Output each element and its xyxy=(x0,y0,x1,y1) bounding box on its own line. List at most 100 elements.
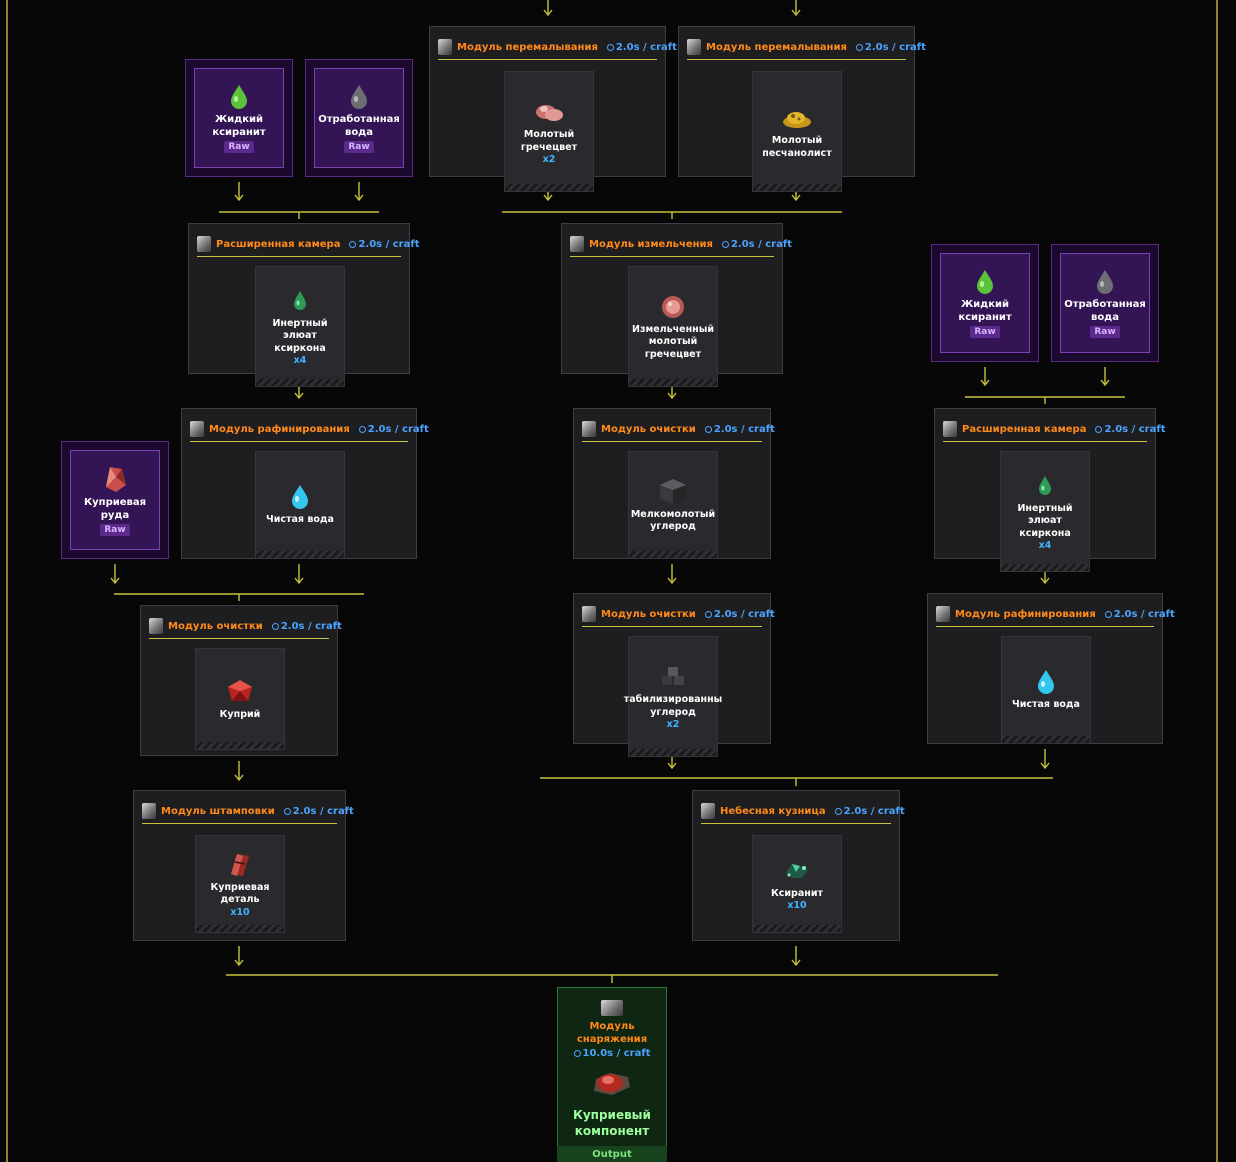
forge-icon xyxy=(701,803,715,819)
craft-time-text: 2.0s / craft xyxy=(1104,423,1166,435)
refiner-icon xyxy=(190,421,204,437)
clock-icon xyxy=(283,807,291,815)
grey-drop-icon xyxy=(351,84,367,109)
red-gem-icon xyxy=(228,679,252,701)
process-node-clean-2[interactable]: Модуль очистки 2.0s / craft табилизирован… xyxy=(573,593,775,757)
edge-arrowhead xyxy=(294,392,304,400)
hatch-strip xyxy=(196,742,284,749)
hatch-strip xyxy=(753,184,841,191)
hatch-strip xyxy=(505,184,593,191)
product-name: Чистая вода xyxy=(266,513,334,525)
machine-name: Небесная кузница xyxy=(720,805,826,817)
product-slot[interactable]: Ксиранит x10 xyxy=(752,835,842,933)
product-slot[interactable]: Мелкомолотый углерод xyxy=(628,451,718,559)
green-drop-icon xyxy=(231,84,247,109)
clock-icon xyxy=(855,43,863,51)
crushed-buckwheat-icon xyxy=(662,295,684,318)
raw-node-liquid-xsiranit-2[interactable]: Жидкий ксиранит Raw xyxy=(931,244,1039,362)
craft-time: 2.0s / craft xyxy=(704,609,775,620)
craft-time-text: 2.0s / craft xyxy=(1113,608,1175,620)
sand-leaf-icon xyxy=(783,112,811,128)
product-name: Ксиранит xyxy=(771,887,823,899)
clock-icon xyxy=(704,425,712,433)
product-slot[interactable]: Молотый гречецвет x2 xyxy=(504,71,594,192)
machine-name: Модуль рафинирования xyxy=(209,423,350,435)
cleaner-icon xyxy=(149,618,163,634)
craft-time: 2.0s / craft xyxy=(271,621,342,632)
product-name: Молотый песчанолист xyxy=(762,135,832,159)
output-product-name: Куприевый компонент xyxy=(573,1108,651,1138)
hatch-strip xyxy=(1001,564,1089,571)
product-quantity: x10 xyxy=(787,900,807,912)
product-slot[interactable]: Измельченный молотый гречецвет xyxy=(628,266,718,387)
product-name: Мелкомолотый углерод xyxy=(630,508,716,533)
raw-node-liquid-xsiranit[interactable]: Жидкий ксиранит Raw xyxy=(185,59,293,177)
process-node-refine-1[interactable]: Модуль рафинирования 2.0s / craft Чистая … xyxy=(181,408,429,559)
crusher-icon xyxy=(570,236,584,252)
green-crystal-icon xyxy=(786,863,808,878)
grinder-icon xyxy=(438,39,452,55)
cleaner-icon xyxy=(582,421,596,437)
hatch-strip xyxy=(1002,736,1090,743)
carbon-stack-icon xyxy=(662,667,684,685)
product-quantity: x10 xyxy=(230,906,250,918)
clock-icon xyxy=(573,1050,581,1057)
edge-arrowhead xyxy=(667,762,677,770)
hatch-strip xyxy=(753,925,841,932)
process-node-forge[interactable]: Небесная кузница 2.0s / craft Ксиранит x1… xyxy=(692,790,905,941)
product-quantity: x4 xyxy=(293,355,307,367)
clock-icon xyxy=(834,807,842,815)
product-slot[interactable]: Чистая вода xyxy=(255,451,345,559)
cleaner-icon xyxy=(582,606,596,622)
product-slot[interactable]: табилизированны углерод x2 xyxy=(624,636,722,757)
machine-name: Модуль очистки xyxy=(601,608,696,620)
blue-drop-icon xyxy=(292,484,308,509)
output-badge: Output xyxy=(557,1146,667,1162)
blue-drop-icon xyxy=(1038,669,1054,694)
machine-name: Модуль очистки xyxy=(168,620,263,632)
product-slot[interactable]: Чистая вода xyxy=(1001,636,1091,744)
raw-node-waste-water[interactable]: Отработанная вода Raw xyxy=(305,59,413,177)
raw-node-cupr-ore[interactable]: Куприевая руда Raw xyxy=(61,441,169,559)
product-slot[interactable]: Куприй xyxy=(195,648,285,750)
green-drop-icon xyxy=(977,269,993,294)
product-name: Молотый гречецвет xyxy=(520,129,578,153)
raw-badge: Raw xyxy=(970,325,1000,338)
edge-arrowhead xyxy=(791,194,801,202)
edge-arrowhead xyxy=(234,194,244,202)
process-node-clean-cupr[interactable]: Модуль очистки 2.0s / craft Куприй xyxy=(140,605,342,756)
chamber-icon xyxy=(197,236,211,252)
cupr-component-icon xyxy=(594,1073,630,1095)
product-slot[interactable]: Молотый песчанолист xyxy=(752,71,842,192)
grinder-icon xyxy=(687,39,701,55)
craft-time: 2.0s / craft xyxy=(358,424,429,435)
raw-badge: Raw xyxy=(344,140,374,153)
product-name: Инертный элюат ксиркона xyxy=(1017,502,1073,539)
raw-name: Жидкий ксиранит xyxy=(212,113,266,138)
edge-arrowhead xyxy=(543,194,553,202)
product-slot[interactable]: Инертный элюат ксиркона x4 xyxy=(1000,451,1090,572)
craft-time-text: 2.0s / craft xyxy=(864,41,926,53)
craft-time-text: 2.0s / craft xyxy=(358,238,420,250)
craft-time: 2.0s / craft xyxy=(721,239,792,250)
small-green-drop-icon xyxy=(294,290,306,310)
craft-time: 2.0s / craft xyxy=(606,42,677,53)
raw-node-waste-water-2[interactable]: Отработанная вода Raw xyxy=(1051,244,1159,362)
product-name: Инертный элюат ксиркона xyxy=(272,317,328,354)
product-slot[interactable]: Инертный элюат ксиркона x4 xyxy=(255,266,345,387)
clock-icon xyxy=(1095,425,1103,433)
edge-arrowhead xyxy=(543,9,553,17)
output-node[interactable]: Модуль снаряжения 10.0s / craft Куприевы… xyxy=(557,987,667,1147)
craft-time-text: 2.0s / craft xyxy=(843,805,905,817)
product-name: табилизированны углерод xyxy=(623,694,723,718)
product-name: Чистая вода xyxy=(1012,698,1080,710)
product-slot[interactable]: Куприевая деталь x10 xyxy=(195,835,285,933)
